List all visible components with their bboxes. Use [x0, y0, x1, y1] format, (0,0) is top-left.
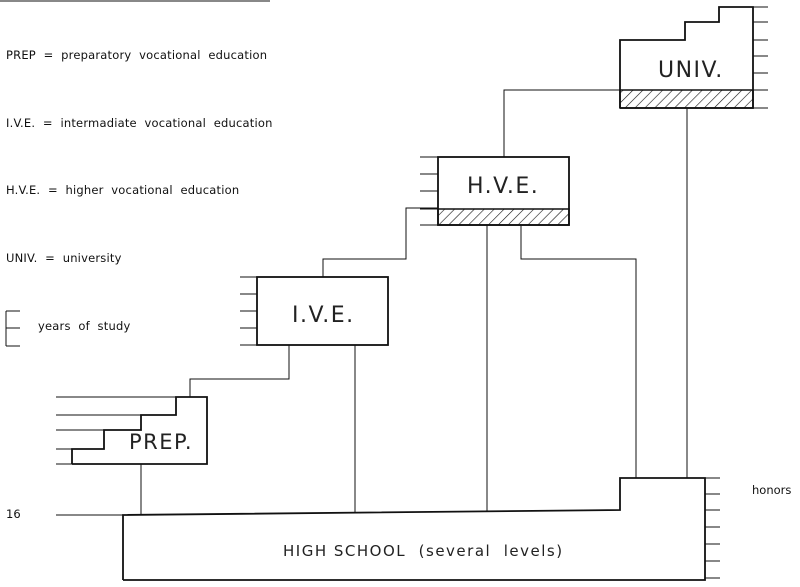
legend-prep: PREP = preparatory vocational education — [6, 48, 267, 62]
high-school-outline — [122, 477, 706, 581]
age-16-label: 16 — [6, 507, 21, 521]
univ-hatched-bar — [619, 89, 754, 109]
ive-box-label: I.V.E. — [292, 303, 355, 328]
high-school-year-ticks — [705, 477, 720, 579]
prep-box-label: PREP. — [129, 430, 193, 454]
hve-year-ticks — [420, 156, 438, 226]
legend-ive: I.V.E. = intermadiate vocational educati… — [6, 116, 273, 130]
hve-hatched-bar — [437, 208, 570, 226]
honors-label: honors — [752, 483, 791, 497]
legend-hve: H.V.E. = higher vocational education — [6, 183, 239, 197]
pathway-connectors — [140, 89, 688, 514]
hve-box-label: H.V.E. — [467, 174, 539, 199]
high-school-box-label: HIGH SCHOOL (several levels) — [283, 542, 564, 560]
univ-box-label: UNIV. — [658, 58, 724, 83]
prep-stair-outline — [56, 396, 208, 465]
legend-years-of-study: years of study — [38, 319, 130, 333]
legend-univ: UNIV. = university — [6, 251, 122, 265]
univ-stair-outline — [619, 6, 754, 109]
years-of-study-symbol — [5, 310, 20, 347]
ive-box — [256, 276, 389, 346]
univ-year-ticks — [753, 6, 768, 109]
ive-year-ticks — [240, 276, 257, 346]
